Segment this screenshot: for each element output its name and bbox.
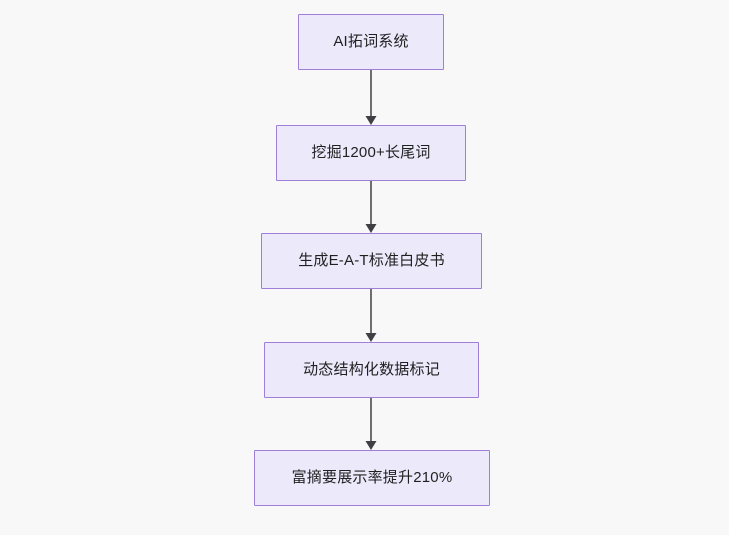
edge-arrowhead-e3 — [365, 333, 377, 342]
edge-arrowhead-e4 — [365, 441, 377, 450]
edge-arrowhead-e1 — [365, 116, 377, 125]
flow-node-n2[interactable]: 挖掘1200+长尾词 — [276, 125, 466, 181]
flow-node-n4[interactable]: 动态结构化数据标记 — [264, 342, 479, 398]
flow-node-n5[interactable]: 富摘要展示率提升210% — [254, 450, 490, 506]
flow-node-label: 富摘要展示率提升210% — [291, 469, 453, 486]
flow-node-n1[interactable]: AI拓词系统 — [298, 14, 444, 70]
flow-node-label: AI拓词系统 — [333, 33, 409, 50]
flow-node-label: 动态结构化数据标记 — [303, 361, 440, 378]
flow-node-label: 生成E-A-T标准白皮书 — [298, 252, 445, 269]
flow-node-n3[interactable]: 生成E-A-T标准白皮书 — [261, 233, 482, 289]
flow-node-label: 挖掘1200+长尾词 — [311, 144, 431, 161]
edge-arrowhead-e2 — [365, 224, 377, 233]
